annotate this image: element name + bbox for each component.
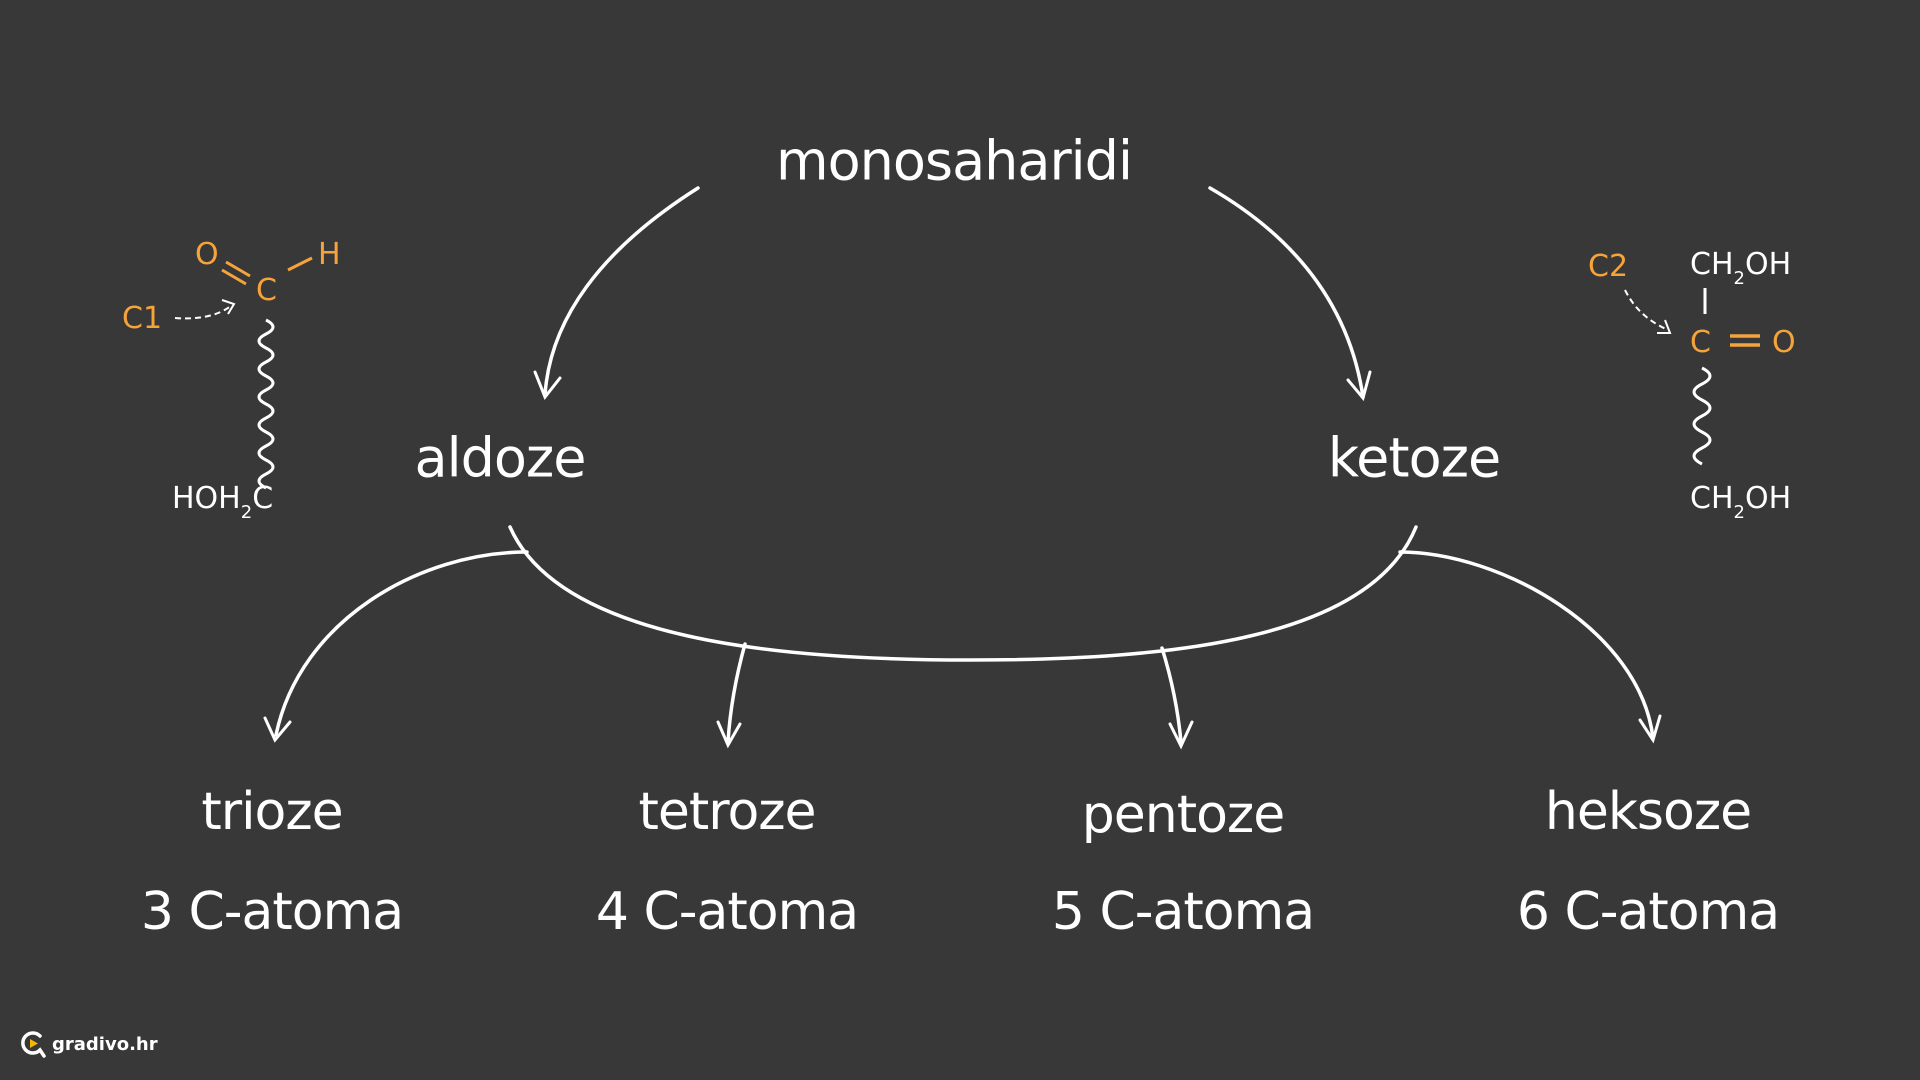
arrow-root-to-ketoze: [1208, 186, 1365, 399]
aldose-c1-marker: C1: [122, 301, 162, 336]
root-title: monosaharidi: [776, 129, 1133, 193]
arrowhead-aldoze: [533, 370, 562, 400]
ketose-structure: C2 CH2OH C O CH2OH: [1588, 247, 1796, 523]
branch-ketoze: ketoze: [1327, 426, 1501, 490]
arrow-to-tetroze: [726, 642, 747, 744]
count-pentoze: 5 C-atoma: [1051, 882, 1315, 942]
leaf-pentoze: pentoze: [1081, 785, 1285, 845]
arrow-to-trioze: [274, 550, 529, 737]
aldose-carbon: C: [256, 273, 277, 308]
bracket-curve: [508, 525, 1418, 662]
aldose-dashed-arrow: [174, 304, 233, 320]
count-trioze: 3 C-atoma: [140, 882, 404, 942]
aldose-bottom-group: HOH2C: [172, 481, 273, 523]
aldose-structure: O C H C1 HOH2C: [122, 237, 341, 523]
ketose-top-group: CH2OH: [1690, 247, 1791, 289]
aldose-dashed-arrowhead: [221, 299, 236, 315]
arrow-to-pentoze: [1160, 646, 1183, 744]
aldose-double-bond-2: [221, 268, 247, 286]
aldose-wavy-chain: [257, 318, 275, 490]
ketose-c2-marker: C2: [1588, 249, 1628, 284]
arrowhead-trioze: [263, 716, 292, 743]
aldose-hydrogen: H: [318, 237, 341, 272]
aldose-single-bond: [287, 256, 313, 272]
arrow-root-to-aldoze: [543, 186, 700, 397]
logo-text: gradivo.hr: [52, 1033, 158, 1055]
ketose-dashed-arrow: [1624, 289, 1669, 331]
leaf-tetroze: tetroze: [638, 782, 816, 842]
branch-aldoze: aldoze: [414, 426, 587, 490]
aldose-oxygen: O: [195, 237, 219, 272]
arrowhead-heksoze: [1638, 714, 1662, 744]
ketose-wavy-chain: [1692, 366, 1712, 466]
ketose-oxygen: O: [1772, 325, 1796, 360]
arrowhead-ketoze: [1346, 370, 1372, 402]
brand-logo[interactable]: gradivo.hr: [20, 1030, 158, 1058]
arrowhead-tetroze: [716, 720, 742, 749]
gradivo-logo-icon: [21, 1031, 46, 1058]
count-tetroze: 4 C-atoma: [595, 882, 859, 942]
leaf-trioze: trioze: [201, 782, 343, 842]
ketose-bottom-group: CH2OH: [1690, 481, 1791, 523]
count-heksoze: 6 C-atoma: [1516, 882, 1780, 942]
leaf-heksoze: heksoze: [1544, 782, 1752, 842]
ketose-carbon: C: [1690, 325, 1711, 360]
arrowhead-pentoze: [1168, 720, 1194, 750]
aldose-double-bond-1: [225, 260, 251, 278]
ketose-dashed-arrowhead: [1657, 319, 1672, 334]
arrow-to-heksoze: [1398, 550, 1655, 740]
